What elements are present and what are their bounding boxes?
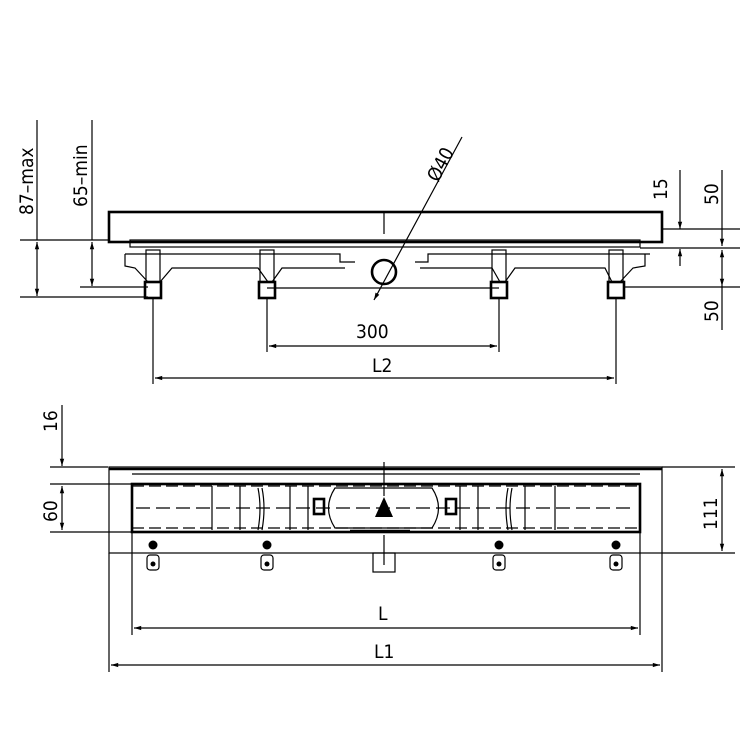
grate-rail xyxy=(129,239,641,248)
outlet-spigot xyxy=(372,552,396,573)
side-view: Ø40 87–max 65–min 15 50 50 300 L2 xyxy=(16,120,740,384)
dim-65-min-label: 65–min xyxy=(70,144,92,207)
dim-300-label: 300 xyxy=(356,321,389,343)
dim-diameter-label: Ø40 xyxy=(423,144,459,185)
dim-60-label: 60 xyxy=(40,500,62,522)
drain-body-outline xyxy=(107,210,664,244)
dim-L-label: L xyxy=(378,603,388,625)
dim-L2-label: L2 xyxy=(372,355,392,377)
drain-symbol-triangle xyxy=(375,497,393,517)
top-view: 16 60 111 L L1 xyxy=(40,405,735,672)
adjustable-feet xyxy=(143,249,626,300)
dim-111-label: 111 xyxy=(700,497,722,530)
dim-87-max-label: 87–max xyxy=(16,147,38,215)
outlet-pipe-circle xyxy=(370,258,398,286)
dim-15-label: 15 xyxy=(650,178,672,200)
dim-50-bottom-label: 50 xyxy=(701,300,723,322)
dim-L1-label: L1 xyxy=(374,641,394,663)
mounting-holes xyxy=(146,540,623,571)
dim-50-top-label: 50 xyxy=(701,183,723,205)
dim-16-label: 16 xyxy=(40,410,62,432)
